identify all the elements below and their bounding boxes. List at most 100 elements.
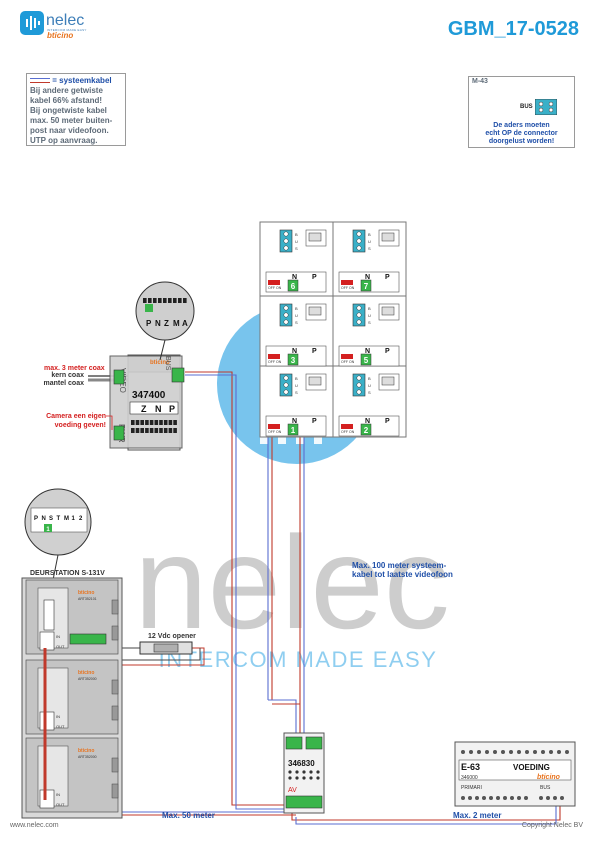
logo-brand: bticino: [47, 31, 74, 40]
dip-switch-icon: [140, 428, 144, 433]
monitor-screen-icon: [381, 232, 395, 242]
module-brand: bticino: [78, 590, 94, 596]
switch-label: OFF ON: [268, 430, 282, 434]
doorstation-dip-label: P: [34, 516, 38, 522]
camera-power-note-1: Camera een eigen: [46, 413, 106, 420]
term-label-p: P: [312, 348, 317, 355]
dip-active-icon: [145, 304, 153, 312]
camera-terminal-label: N: [155, 404, 162, 414]
camera-dip-label: A: [182, 319, 188, 328]
module-connector-icon: [39, 789, 55, 809]
switch-label: OFF ON: [341, 430, 355, 434]
terminal-screw-icon: [356, 319, 362, 325]
dip-switch-icon: [149, 420, 154, 425]
output-dot-icon: [302, 770, 306, 774]
bus-pin-label: B: [295, 376, 298, 381]
term-label-n: N: [365, 348, 370, 355]
bus-pin-label: U: [295, 383, 298, 388]
videophone-address: 7: [364, 282, 369, 291]
output-dot-icon: [316, 770, 320, 774]
term-label-n: N: [365, 418, 370, 425]
pwr-terminal: [113, 425, 125, 441]
terminal-screw-icon: [283, 375, 289, 381]
opener-label: 12 Vdc opener: [148, 633, 196, 640]
terminal-screw-icon: [539, 796, 543, 800]
footer-website: www.nelec.com: [10, 822, 59, 829]
dip-switch-icon: [159, 428, 163, 433]
dip-switch-icon: [163, 420, 168, 425]
dip-switch-icon: [168, 428, 173, 433]
videophone-panel: [259, 221, 407, 438]
address-digit-box: [360, 353, 372, 366]
dip-switch-icon: [145, 420, 149, 425]
terminal-screw-icon: [283, 305, 289, 311]
output-dot-icon: [295, 770, 299, 774]
module-clip-icon: [111, 679, 119, 695]
dip-switch-icon: [140, 420, 144, 425]
cable-note-line: kabel 66% afstand!: [30, 96, 103, 105]
logo-name: nelec: [46, 12, 85, 29]
distributor-av-label: AV: [288, 787, 297, 794]
dip-switch-icon: [163, 298, 167, 303]
dip-switch-icon: [168, 420, 173, 425]
camera-model: 347400: [132, 390, 166, 401]
logo-tagline: INTERCOM MADE EASY: [47, 28, 87, 32]
bus-pin-label: B: [295, 306, 298, 311]
terminal-screw-icon: [283, 319, 289, 325]
dip-switch-icon: [183, 298, 187, 303]
terminal-screw-icon: [477, 750, 481, 754]
dip-active-icon: [44, 524, 52, 532]
module-connector-icon: [39, 631, 55, 651]
system-cable-swatch-icon: [30, 78, 50, 84]
term-label-n: N: [292, 348, 297, 355]
cable-note-box: = systeemkabel Bij andere getwiste kabel…: [26, 73, 126, 146]
address-digit-box: [287, 423, 299, 436]
output-dot-icon: [309, 770, 313, 774]
door-run-note: Max. 50 meter: [162, 811, 215, 820]
videophone-address: 3: [291, 356, 296, 365]
system-cable-note-1: Max. 100 meter systeem-: [352, 561, 447, 570]
footer-copyright: Copyright Nelec BV: [521, 822, 583, 829]
terminal-screw-icon: [553, 796, 557, 800]
off-on-switch-icon: [268, 280, 280, 285]
terminal-screw-icon: [493, 750, 497, 754]
dip-switch-icon: [178, 298, 182, 303]
terminal-screw-icon: [461, 796, 465, 800]
module-clip-icon: [111, 625, 119, 641]
videophone-address: 6: [291, 282, 296, 291]
dip-switch-icon: [154, 428, 159, 433]
dip-switch-icon: [131, 428, 135, 433]
dip-switch-icon: [149, 428, 154, 433]
off-on-switch-icon: [341, 424, 353, 429]
module-code: ART352000: [78, 677, 97, 681]
camera-dip-label: P: [146, 319, 152, 328]
terminal-screw-icon: [356, 231, 362, 237]
doorstation-terminal-block: [69, 633, 107, 645]
switch-label: OFF ON: [341, 360, 355, 364]
dip-switch-icon: [168, 298, 172, 303]
dip-switch-icon: [148, 298, 152, 303]
terminal-screw-icon: [503, 796, 507, 800]
dip-panel-background: [30, 507, 88, 533]
terminal-screw-icon: [541, 750, 545, 754]
bus-pin-label: U: [368, 313, 371, 318]
term-label-n: N: [365, 274, 370, 281]
terminal-screw-icon: [468, 796, 472, 800]
coax-core-label: kern coax: [51, 372, 84, 379]
module-in-label: IN: [56, 634, 60, 639]
dip-switch-icon: [159, 420, 163, 425]
dip-switch-icon: [135, 420, 140, 425]
bus-pin-label: B: [295, 232, 298, 237]
module-out-label: OUT: [56, 724, 65, 729]
dip-switch-icon: [154, 420, 159, 425]
bus-pin-label: S: [368, 390, 371, 395]
output-dot-icon: [288, 776, 292, 780]
camera-dip-switches: [131, 420, 177, 433]
monitor-screen-icon: [308, 306, 322, 316]
